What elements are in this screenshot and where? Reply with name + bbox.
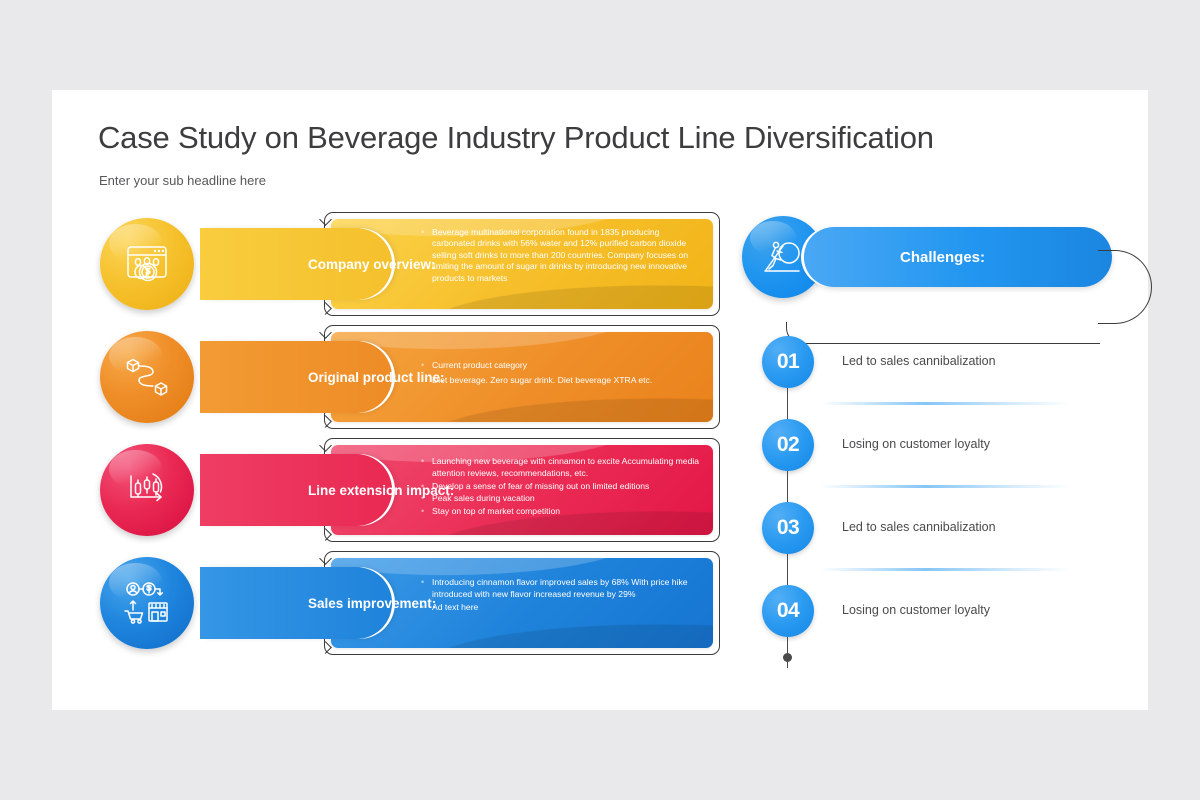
- row-content-panel: Beverage multinational corporation found…: [331, 219, 713, 309]
- process-steps-column: Beverage multinational corporation found…: [100, 212, 720, 662]
- bullet-item: Introducing cinnamon flavor improved sal…: [421, 576, 703, 601]
- process-row-sales-improvement[interactable]: Introducing cinnamon flavor improved sal…: [100, 551, 720, 655]
- challenge-item-01[interactable]: 01 Led to sales cannibalization: [762, 336, 1112, 419]
- bullet-item: Launching new beverage with cinnamon to …: [421, 455, 703, 480]
- bullet-item: Ad text here: [421, 601, 703, 614]
- customer-cart-store-icon: [100, 557, 194, 649]
- row-bullet-list: Beverage multinational corporation found…: [421, 227, 703, 284]
- challenges-heading-text: Challenges:: [900, 248, 986, 266]
- browser-coins-icon: [100, 218, 194, 310]
- row-label-pill[interactable]: Sales improvement:: [200, 567, 436, 639]
- row-content-panel: Introducing cinnamon flavor improved sal…: [331, 558, 713, 648]
- timeline-connector: [787, 471, 789, 502]
- challenge-item-03[interactable]: 03 Led to sales cannibalization: [762, 502, 1112, 585]
- challenge-text: Losing on customer loyalty: [842, 437, 990, 451]
- process-row-line-extension-impact[interactable]: Launching new beverage with cinnamon to …: [100, 438, 720, 542]
- row-content-panel: Current product category Diet beverage. …: [331, 332, 713, 422]
- process-row-company-overview[interactable]: Beverage multinational corporation found…: [100, 212, 720, 316]
- challenge-text: Led to sales cannibalization: [842, 520, 996, 534]
- row-label-text: Line extension impact:: [308, 482, 455, 498]
- challenge-number-badge: 03: [762, 502, 814, 554]
- challenge-text: Losing on customer loyalty: [842, 603, 990, 617]
- bullet-item: Diet beverage. Zero sugar drink. Diet be…: [421, 373, 703, 388]
- challenge-divider: [820, 402, 1070, 405]
- row-label-pill[interactable]: Line extension impact:: [200, 454, 454, 526]
- connector-loop: [1098, 250, 1152, 324]
- row-bullet-list: Introducing cinnamon flavor improved sal…: [421, 576, 703, 614]
- row-label-pill[interactable]: Original product line:: [200, 341, 445, 413]
- slide-canvas: Case Study on Beverage Industry Product …: [52, 90, 1152, 710]
- process-row-original-product-line[interactable]: Current product category Diet beverage. …: [100, 325, 720, 429]
- timeline-connector: [787, 554, 789, 585]
- bullet-item: Peak sales during vacation: [421, 492, 703, 505]
- page-subtitle: Enter your sub headline here: [99, 173, 266, 188]
- connector-loop-tail: [786, 322, 1100, 344]
- timeline-end-dot: [783, 653, 792, 662]
- challenge-item-02[interactable]: 02 Losing on customer loyalty: [762, 419, 1112, 502]
- challenges-header-pill[interactable]: Challenges:: [804, 227, 1112, 287]
- challenge-text: Led to sales cannibalization: [842, 354, 996, 368]
- challenge-number-badge: 01: [762, 336, 814, 388]
- row-content-panel: Launching new beverage with cinnamon to …: [331, 445, 713, 535]
- row-bullet-list: Launching new beverage with cinnamon to …: [421, 455, 703, 517]
- page-title: Case Study on Beverage Industry Product …: [98, 120, 934, 155]
- bullet-item: Stay on top of market competition: [421, 505, 703, 518]
- timeline-connector: [787, 637, 789, 668]
- challenge-item-04[interactable]: 04 Losing on customer loyalty: [762, 585, 1112, 668]
- bullet-item: Develop a sense of fear of missing out o…: [421, 480, 703, 493]
- boxes-path-icon: [100, 331, 194, 423]
- candlestick-refresh-icon: [100, 444, 194, 536]
- bullet-item: Beverage multinational corporation found…: [421, 227, 703, 284]
- challenge-divider: [820, 568, 1070, 571]
- row-label-pill[interactable]: Company overview:: [200, 228, 436, 300]
- challenge-number-badge: 04: [762, 585, 814, 637]
- bullet-item: Current product category: [421, 358, 703, 373]
- challenge-number-badge: 02: [762, 419, 814, 471]
- challenge-divider: [820, 485, 1070, 488]
- row-label-text: Original product line:: [308, 369, 445, 385]
- challenges-column: Challenges: 01 Led to sales cannibalizat…: [742, 212, 1152, 672]
- row-label-text: Company overview:: [308, 256, 436, 272]
- row-bullet-list: Current product category Diet beverage. …: [421, 358, 703, 388]
- timeline-connector: [787, 388, 789, 419]
- row-label-text: Sales improvement:: [308, 595, 437, 611]
